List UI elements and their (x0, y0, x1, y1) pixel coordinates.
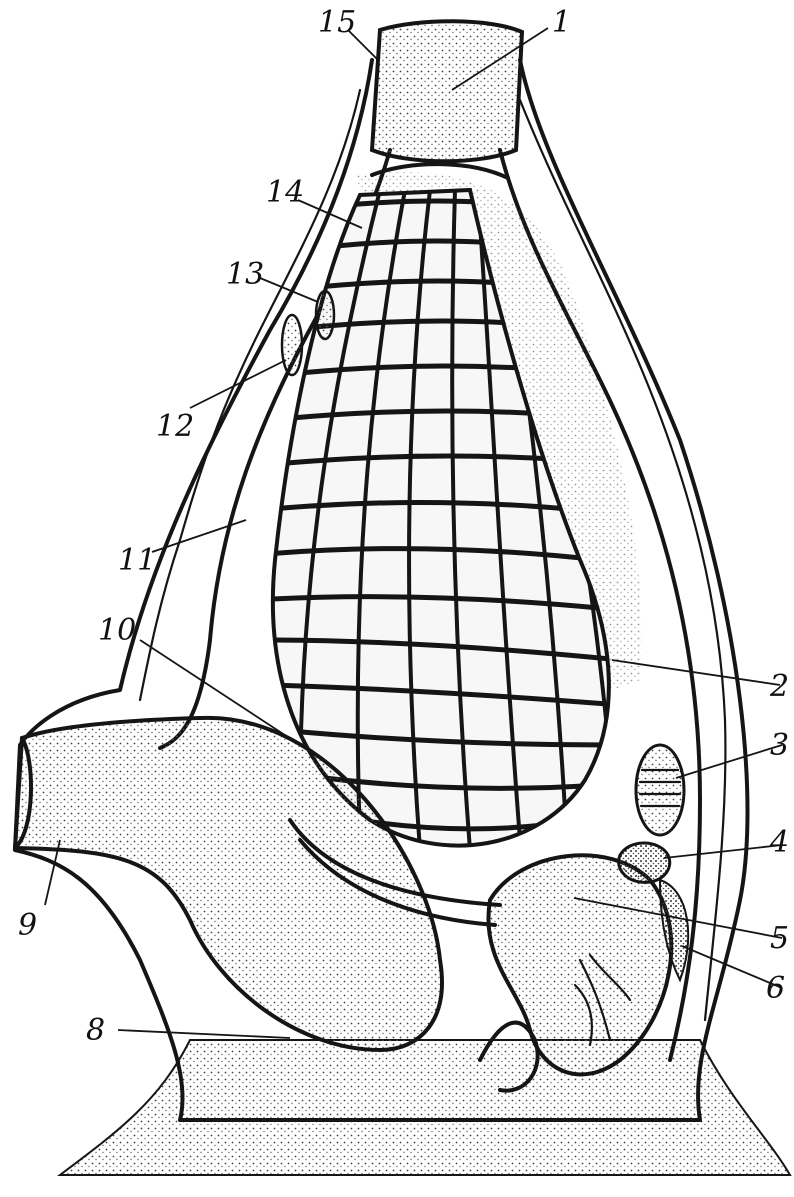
label-10: 10 (98, 613, 136, 648)
label-6: 6 (766, 971, 785, 1006)
heart (619, 843, 670, 882)
label-12: 12 (156, 409, 194, 444)
label-8: 8 (86, 1013, 105, 1048)
label-11: 11 (118, 543, 156, 578)
label-3: 3 (770, 728, 789, 763)
oral-siphon (372, 21, 522, 161)
label-2: 2 (769, 669, 789, 704)
label-9: 9 (18, 908, 37, 943)
substrate-base (60, 1040, 790, 1175)
label-14: 14 (266, 175, 304, 210)
label-4: 4 (769, 825, 789, 860)
label-15: 15 (318, 5, 356, 40)
neural-gland (316, 291, 334, 339)
ganglion (282, 315, 302, 375)
gonad (636, 745, 684, 835)
label-5: 5 (770, 921, 789, 956)
label-1: 1 (552, 5, 571, 40)
label-13: 13 (226, 257, 264, 292)
